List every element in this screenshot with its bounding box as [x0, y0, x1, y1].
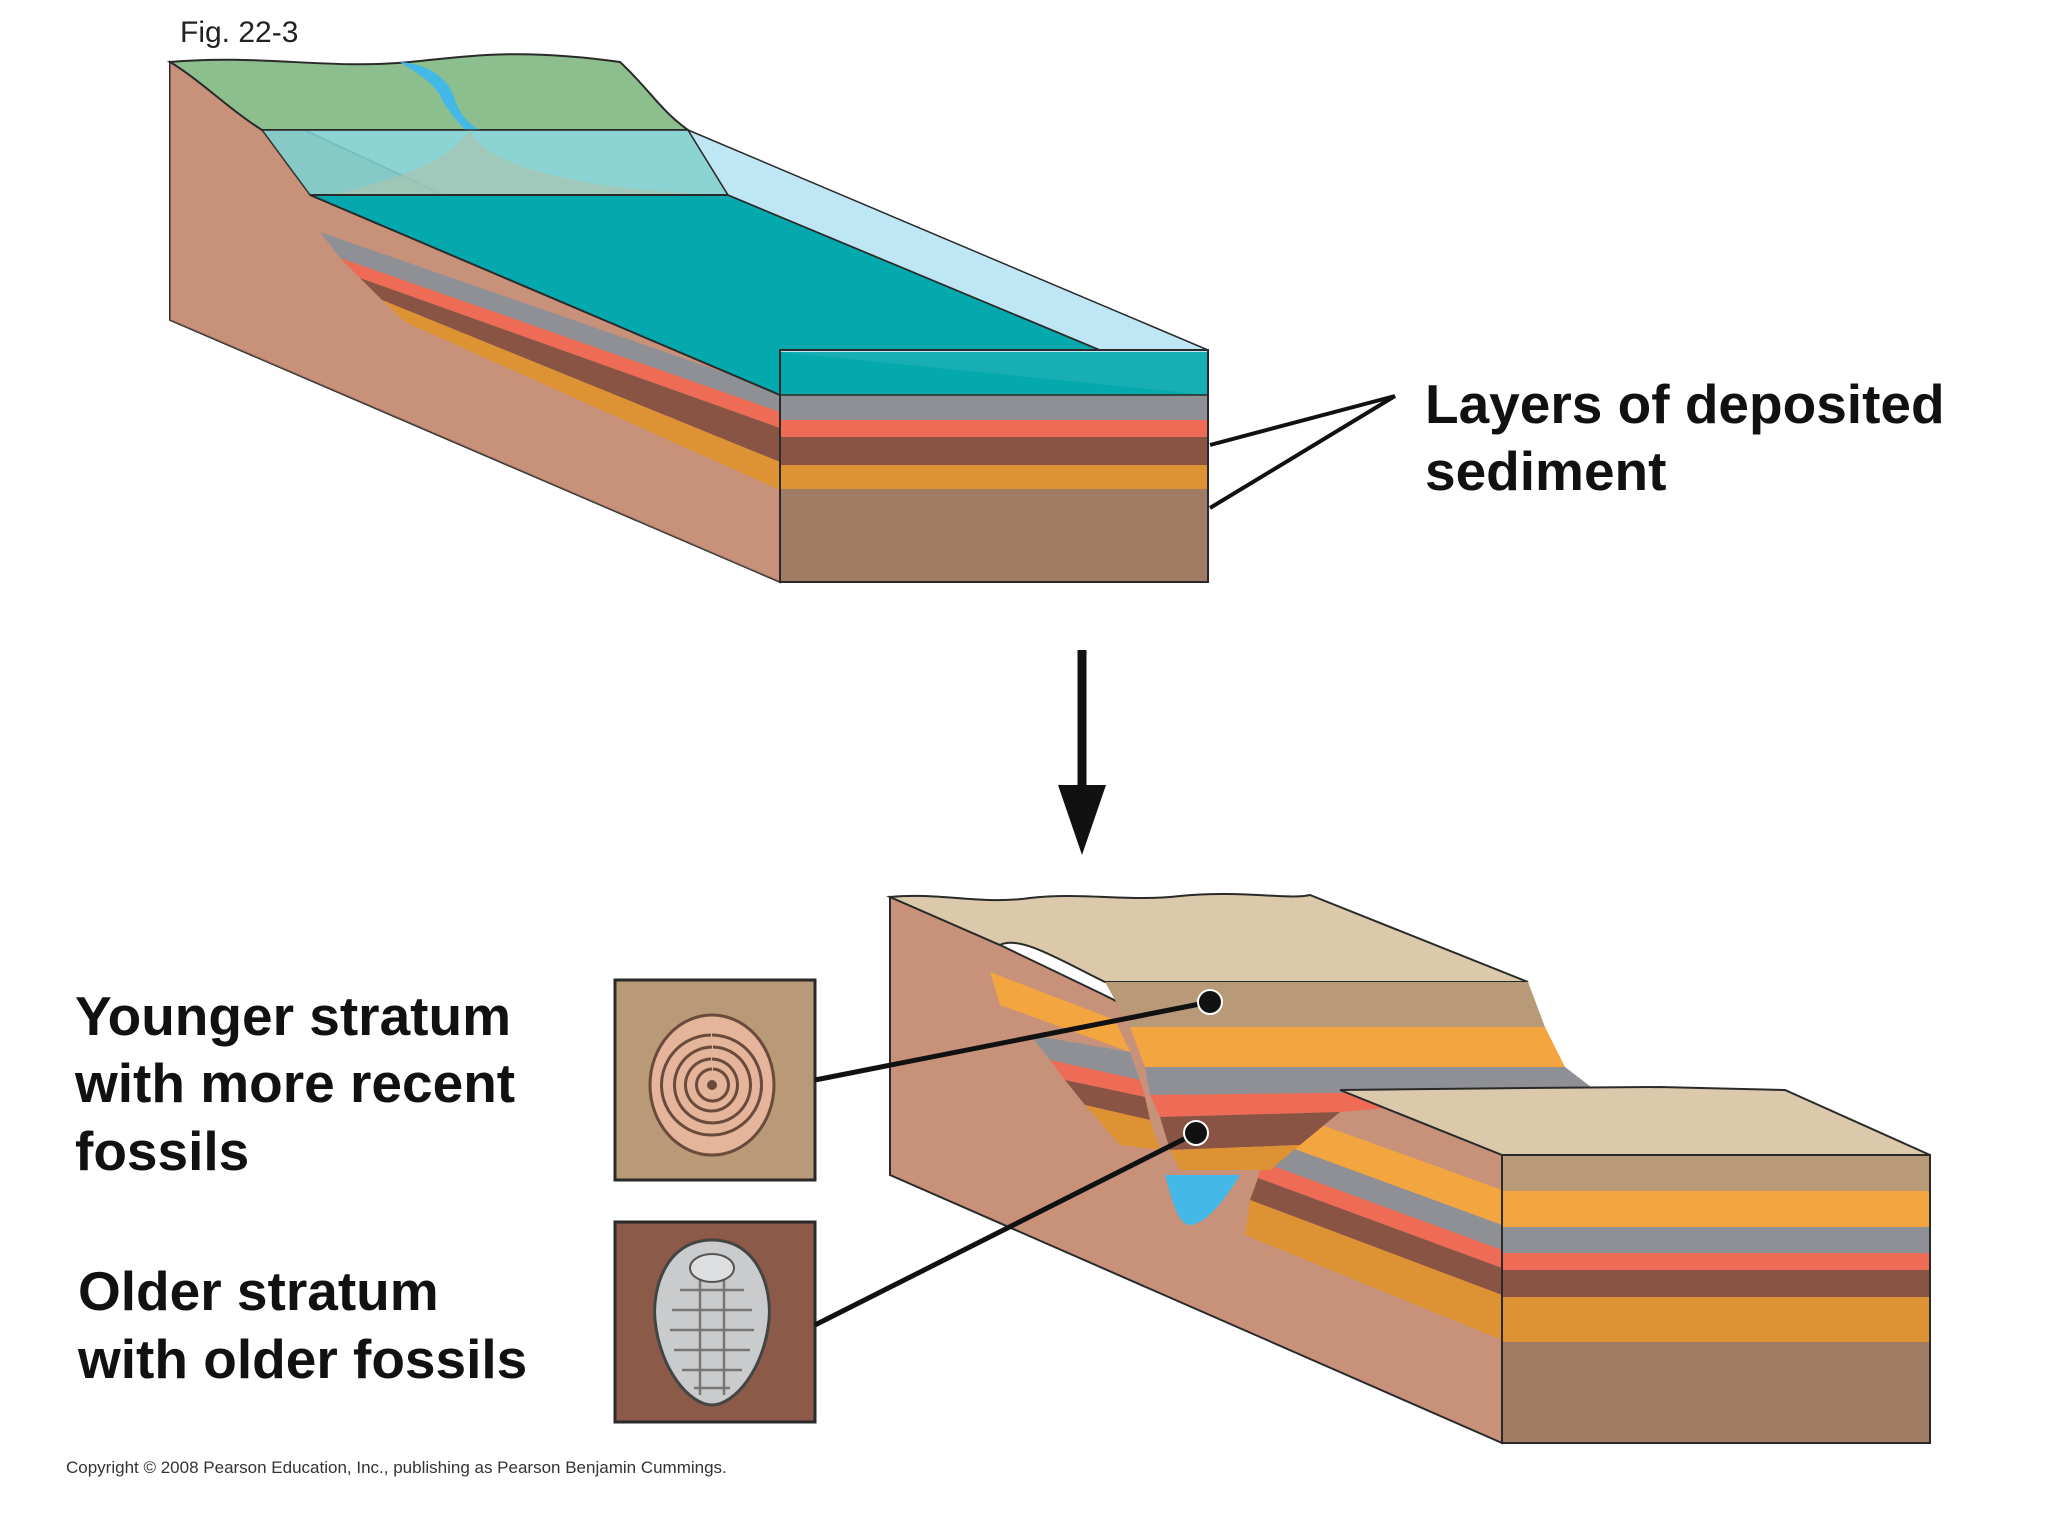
top-sediment-plume: [330, 130, 728, 195]
top-front-layer-salmon: [780, 420, 1208, 437]
bottom-front-outline: [1501, 1154, 1931, 1444]
bottom-front-layer-orange: [1502, 1297, 1930, 1342]
top-front-outline: [779, 349, 1209, 583]
top-front-layer-orange: [780, 465, 1208, 489]
top-side-layer-brown: [360, 278, 780, 462]
top-hill-slope: [170, 62, 780, 582]
bottom-front-layer-tan: [1502, 1155, 1930, 1191]
bottom-front-layer-brown: [1502, 1270, 1930, 1297]
older-label-line1: Older stratum: [78, 1260, 439, 1322]
bottom-right-side-orange: [1245, 1200, 1502, 1340]
bottom-strata-block: [886, 893, 1931, 1445]
top-front-layer-brown: [780, 437, 1208, 465]
bottom-front-layer-base: [1502, 1342, 1930, 1443]
bottom-side-layer-orange: [1085, 1105, 1160, 1150]
top-side-layer-salmon: [340, 258, 780, 428]
younger-fossil-panel: [613, 978, 817, 1182]
top-side-layer-gray: [320, 232, 780, 412]
deposited-leader-lines: [1208, 394, 1397, 510]
figure-label: Fig. 22-3: [180, 16, 298, 49]
bottom-upper-layer-tan: [1105, 982, 1545, 1027]
bottom-upper-layer-light-orange: [1130, 1027, 1565, 1067]
bottom-right-side-light-orange: [1270, 1110, 1502, 1225]
copyright-notice: Copyright © 2008 Pearson Education, Inc.…: [66, 1458, 727, 1477]
bottom-right-side-brown: [1250, 1178, 1502, 1295]
bottom-right-side-gray: [1262, 1140, 1502, 1250]
bottom-front-layer-gray: [1502, 1227, 1930, 1253]
fossil-leader-lines: [813, 989, 1223, 1328]
bottom-side-layer-light-orange: [990, 972, 1130, 1052]
bottom-side-layer-brown: [1065, 1080, 1150, 1120]
bottom-front-layer-light-orange: [1502, 1191, 1930, 1227]
snail-shell-fossil-icon: [648, 1013, 776, 1157]
top-deposition-block: [166, 53, 1209, 584]
younger-label-line3: fossils: [75, 1120, 249, 1182]
top-front-layer-gray: [780, 395, 1208, 420]
bottom-upper-layer-orange: [1170, 1145, 1300, 1170]
bottom-right-side-salmon: [1258, 1162, 1502, 1268]
bottom-side-layer-gray: [1030, 1035, 1140, 1080]
top-front-water-fill: [780, 352, 1208, 395]
arrow-down-icon: [1058, 650, 1106, 855]
bottom-front-layer-salmon: [1502, 1253, 1930, 1270]
top-side-layer-orange: [382, 300, 780, 490]
deposited-label-line2: sediment: [1425, 440, 1666, 502]
older-label-line2: with older fossils: [77, 1328, 527, 1390]
top-front-layer-base: [780, 489, 1208, 582]
trilobite-fossil-icon: [653, 1238, 771, 1407]
bottom-top-surface: [886, 893, 1529, 983]
top-land: [166, 53, 692, 131]
older-fossil-panel: [613, 1220, 817, 1424]
younger-label-line1: Younger stratum: [75, 985, 511, 1047]
top-river: [400, 62, 480, 130]
deposited-label-line1: Layers of deposited: [1425, 373, 1945, 435]
bottom-side-layer-salmon: [1050, 1060, 1145, 1097]
bottom-river: [1165, 1175, 1240, 1225]
younger-label-line2: with more recent: [74, 1052, 515, 1114]
